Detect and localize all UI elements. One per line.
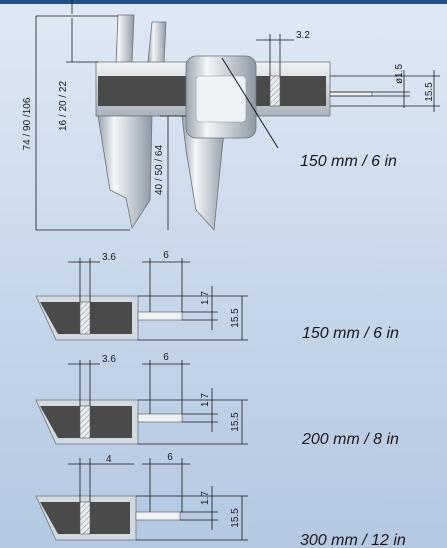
top-size-label: 150 mm / 6 in [300, 153, 397, 170]
dim-lower-jaw: 40 / 50 / 64 [154, 115, 186, 230]
section-3-dim-b: 6 [167, 452, 173, 463]
depth-rod [329, 91, 373, 97]
section-cut-line [221, 57, 279, 149]
section-1-dim-h: 15.5 [230, 308, 241, 328]
section-1: 3.6 6 1.7 15.5 150 mm / 6 in [35, 250, 399, 342]
dim-beam-label: 15.5 [424, 82, 435, 102]
section-3-dim-h: 15.5 [230, 508, 241, 528]
dim-total-height: 74 / 90 /106 [22, 15, 130, 231]
section-3-dim-c: 1.7 [200, 491, 211, 505]
section-1-dim-b: 6 [163, 250, 169, 261]
section-2-dim-h: 15.5 [230, 412, 241, 432]
dim-lower-jaw-label: 40 / 50 / 64 [154, 145, 165, 195]
section-2: 3.6 6 1.7 15.5 200 mm / 8 in [35, 352, 399, 448]
section-2-dim-a: 3.6 [102, 354, 116, 365]
section-1-blade [137, 311, 183, 321]
section-3-size-label: 300 mm / 12 in [300, 532, 406, 548]
dim-blade: 3.2 [256, 30, 310, 76]
lower-fixed-jaw [97, 115, 153, 230]
section-3-hatch [79, 501, 91, 535]
slider-window [195, 75, 247, 123]
section-2-hatch [79, 405, 91, 439]
section-1-size-label: 150 mm / 6 in [302, 325, 399, 342]
dim-rod-label: ø1.5 [394, 64, 405, 84]
dim-blade-label: 3.2 [296, 30, 310, 41]
section-1-hatch [79, 301, 91, 335]
dim-rod: ø1.5 [330, 64, 410, 108]
dim-total-height-label: 74 / 90 /106 [22, 97, 33, 150]
dim-upper-jaw-label: 16 / 20 / 22 [58, 81, 69, 131]
top-caliper: 74 / 90 /106 16 / 20 / 22 40 / 50 / 64 3… [22, 0, 440, 231]
section-2-dim-b: 6 [163, 352, 169, 363]
dim-upper-jaw: 16 / 20 / 22 [58, 0, 98, 131]
section-2-size-label: 200 mm / 8 in [301, 431, 399, 448]
section-3-blade [135, 511, 181, 521]
section-1-dim-c: 1.7 [200, 291, 211, 305]
section-3-dim-a: 4 [106, 454, 112, 465]
section-3: 4 6 1.7 15.5 300 mm / 12 in [35, 452, 406, 548]
top-bar [0, 0, 447, 4]
dim-beam: 15.5 [330, 70, 440, 112]
depth-blade-section [269, 75, 281, 107]
section-2-blade [137, 413, 183, 423]
section-1-dim-a: 3.6 [102, 252, 116, 263]
